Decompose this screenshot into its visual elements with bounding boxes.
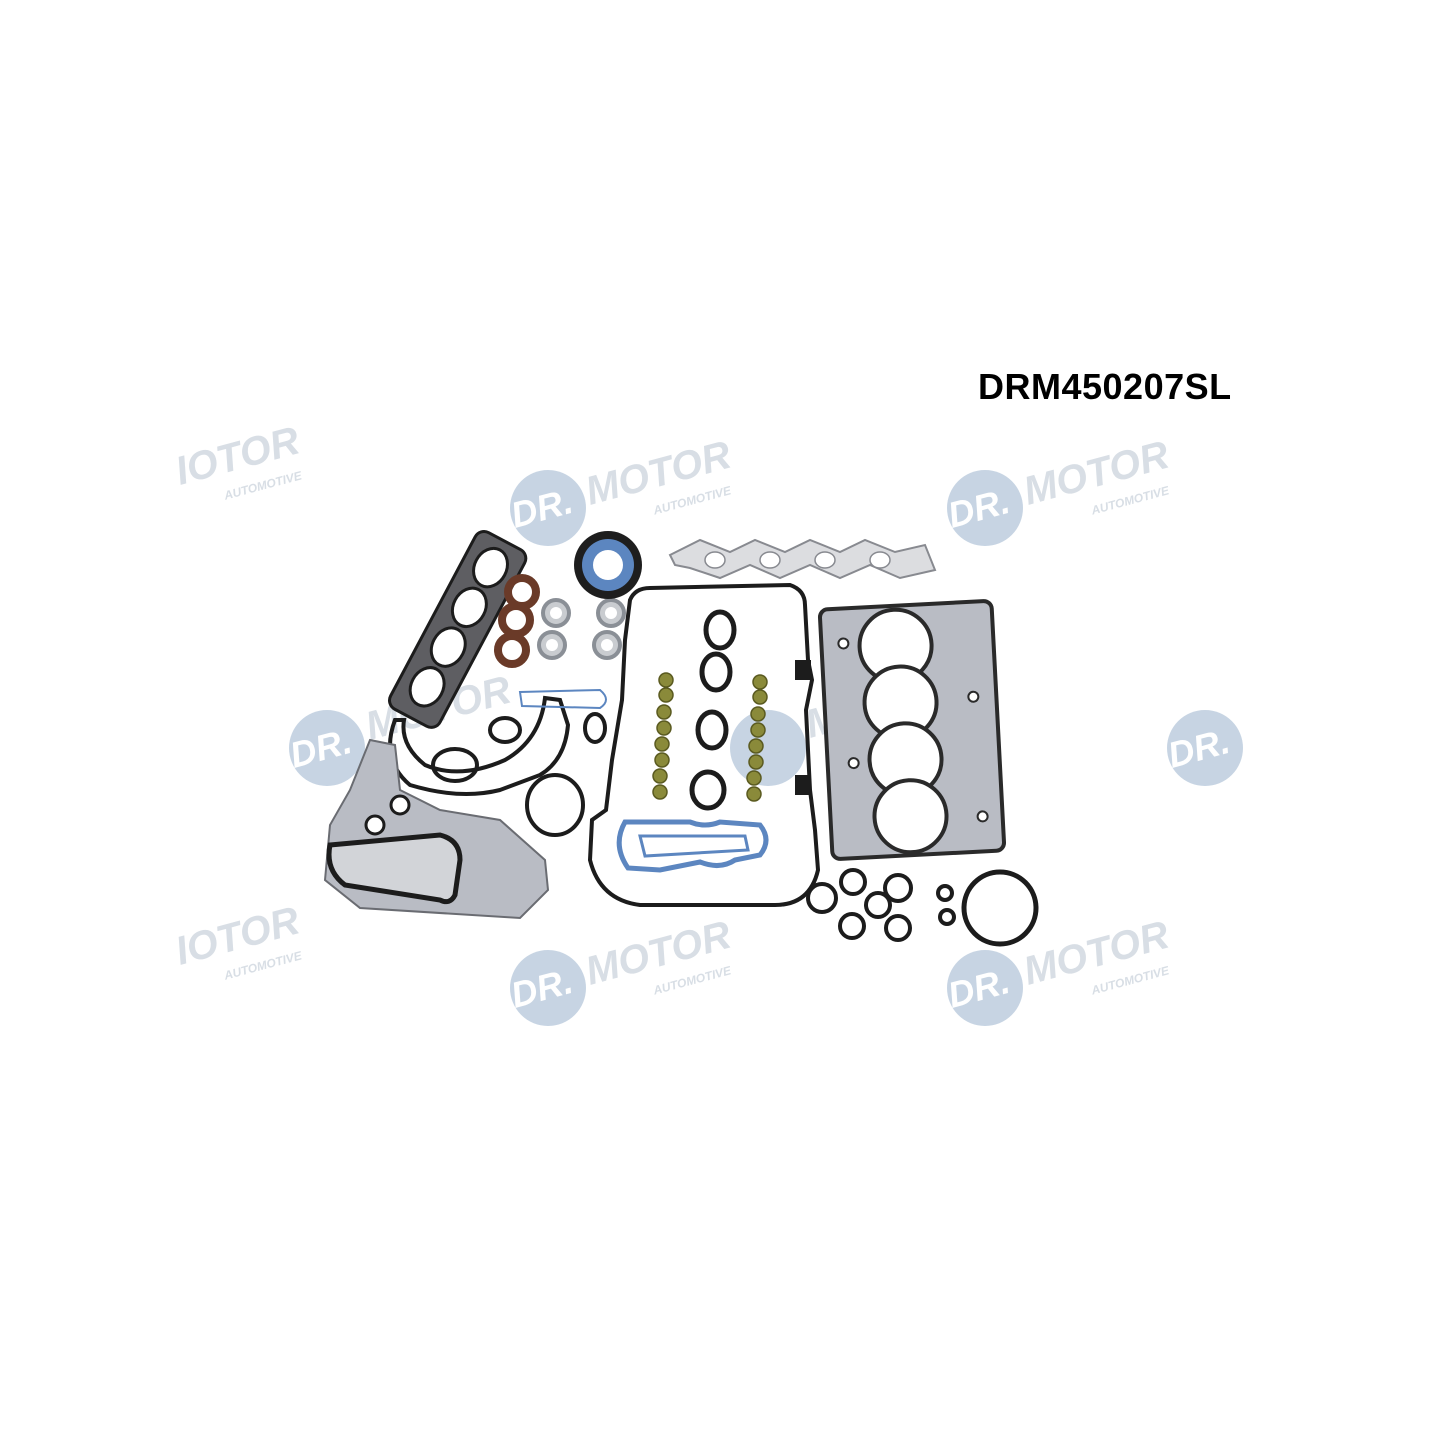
spark-plug-well-gaskets: [689, 609, 737, 811]
watermark-layer: IOTOR AUTOMOTIVE DR. MOTOR AUTOMOTIVE DR…: [171, 419, 1243, 1026]
shaft-seals-brown: [494, 574, 540, 668]
crankshaft-seal: [574, 531, 642, 599]
watermark-partial-top-left: IOTOR AUTOMOTIVE: [171, 419, 304, 503]
watermark-top-middle: DR. MOTOR AUTOMOTIVE: [506, 433, 736, 546]
o-ring-set: [806, 868, 1039, 947]
watermark-bottom-right: DR. MOTOR AUTOMOTIVE: [943, 913, 1174, 1026]
product-part-code: DRM450207SL: [978, 366, 1232, 407]
watermark-circle: [1167, 710, 1243, 786]
valve-stem-seals-left: [652, 672, 674, 800]
watermark-circle: [947, 950, 1023, 1026]
watermark-middle-right: DR.: [1163, 710, 1243, 786]
valve-cover-gasket: [587, 582, 821, 907]
watermark-circle: [730, 710, 806, 786]
watermark-circle: [510, 950, 586, 1026]
watermark-circle: [510, 470, 586, 546]
watermark-circle: [289, 710, 365, 786]
tube-seals-grey: [537, 598, 626, 660]
gasket-parts: [323, 529, 1039, 947]
cylinder-head-gasket: [817, 599, 1007, 861]
watermark-circle: [947, 470, 1023, 546]
watermark-partial-bottom-left: IOTOR AUTOMOTIVE: [171, 899, 304, 983]
front-cover-gasket: [388, 688, 607, 837]
oil-cooler-gasket-blue: [616, 819, 769, 873]
intake-manifold-gasket: [388, 529, 528, 729]
watermark-top-right: DR. MOTOR AUTOMOTIVE: [943, 433, 1174, 546]
valve-stem-seals-right: [746, 674, 768, 802]
exhaust-manifold-gasket: [668, 538, 937, 580]
oil-pan-gasket: [323, 738, 550, 920]
watermark-bottom-middle: DR. MOTOR AUTOMOTIVE: [506, 913, 736, 1026]
